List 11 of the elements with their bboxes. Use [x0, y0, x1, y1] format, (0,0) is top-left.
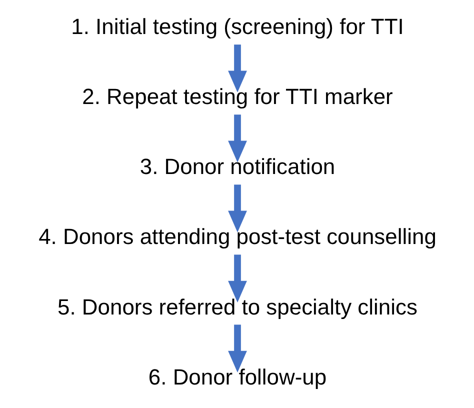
- arrow: [228, 184, 246, 232]
- node-text: 4. Donors attending post-test counselling: [38, 224, 436, 250]
- node-text: 5. Donors referred to specialty clinics: [57, 294, 417, 320]
- node-text: 3. Donor notification: [139, 154, 335, 180]
- arrow: [228, 254, 246, 302]
- node-text: 1. Initial testing (screening) for TTI: [70, 14, 404, 40]
- arrow: [228, 114, 246, 162]
- arrow: [228, 44, 246, 92]
- node-text: 6. Donor follow-up: [148, 364, 326, 390]
- arrow: [228, 324, 246, 372]
- node-text: 2. Repeat testing for TTI marker: [82, 84, 392, 110]
